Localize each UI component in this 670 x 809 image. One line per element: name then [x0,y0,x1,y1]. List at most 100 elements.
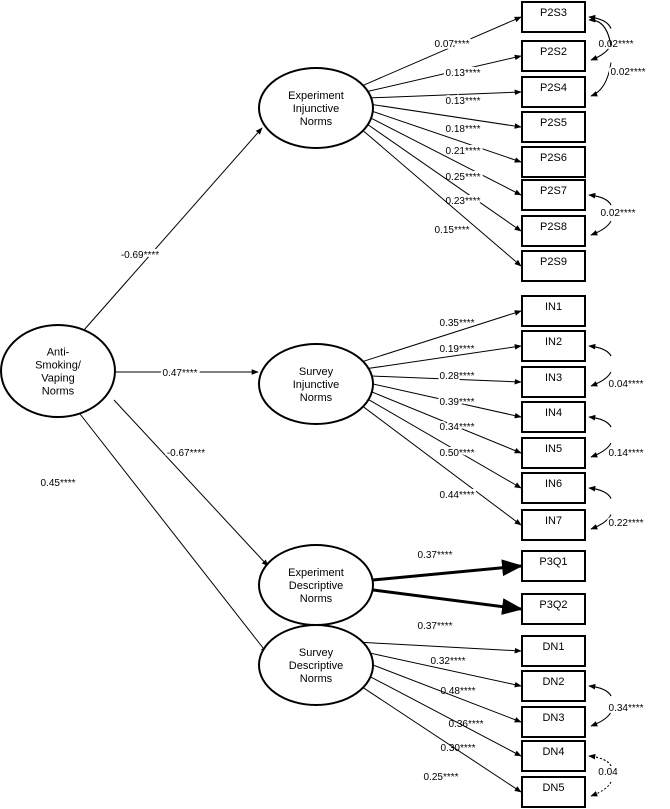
covariance-label: 0.02**** [600,208,635,219]
indicator-label: IN4 [545,407,562,419]
loading-label-DN3: 0.36**** [448,719,483,730]
indicator-label: IN2 [545,336,562,348]
loading-path-DN1 [363,641,522,654]
indicator-label: P2S4 [540,82,567,94]
indicator-label: DN4 [542,746,564,758]
structural-path-label: 0.47**** [162,368,197,379]
structural-path-label: 0.45**** [40,478,75,489]
loading-label-IN2: 0.19**** [439,344,474,355]
indicator-box-DN2 [521,670,586,702]
indicator-box-IN2 [521,330,586,362]
indicator-label: DN3 [542,712,564,724]
covariance-label: 0.04**** [608,379,643,390]
loading-path-P2S8 [367,124,522,232]
structural-path-label: -0.69**** [121,250,159,261]
covariance-arrowhead [588,753,612,767]
loading-label-P2S6: 0.21**** [445,146,480,157]
loading-label-P2S2: 0.13**** [445,68,480,79]
loading-label-IN6: 0.50**** [439,448,474,459]
factor-label-line: Injunctive [293,103,339,115]
indicator-label: P3Q1 [539,556,567,568]
indicator-label: P2S7 [540,185,567,197]
factor-ellipse-ei [258,67,374,149]
loading-path-DN3 [372,664,522,723]
structural-path-label: -0.67**** [167,448,205,459]
indicator-box-IN6 [521,472,586,504]
structural-path-sd [79,413,268,654]
covariance-label: 0.22**** [608,518,643,529]
indicator-box-IN1 [521,295,586,327]
indicator-label: P2S8 [540,221,567,233]
loading-path-P2S7 [370,117,522,196]
loading-label-IN7: 0.44**** [439,490,474,501]
loading-path-IN2 [368,344,522,369]
covariance-label: 0.34**** [608,703,643,714]
factor-label-line: Norms [300,392,333,404]
factor-label-line: Norms [300,116,333,128]
indicator-label: P2S2 [540,46,567,58]
indicator-box-P2S3 [521,1,586,33]
loading-path-P2S4 [371,89,522,99]
factor-label-line: Experiment [288,567,344,579]
loading-label-IN1: 0.35**** [439,318,474,329]
indicator-box-P2S5 [521,111,586,143]
indicator-label: DN1 [542,641,564,653]
indicator-label: IN7 [545,515,562,527]
indicator-box-P2S4 [521,76,586,108]
indicator-box-P2S9 [521,250,586,282]
indicator-box-P2S6 [521,146,586,178]
covariance-arrowhead [588,343,612,357]
loading-label-P2S7: 0.25**** [445,172,480,183]
root-factor-label-line: Vaping [41,373,74,385]
covariance-arrowhead [588,16,612,47]
loading-label-P3Q2: 0.37**** [417,621,452,632]
indicator-label: IN6 [545,478,562,490]
loading-path-P2S9 [362,130,522,267]
factor-label-line: Survey [299,647,334,659]
loading-path-IN6 [368,399,522,489]
root-factor-label-line: Smoking/ [35,360,82,372]
loading-path-DN2 [370,652,522,688]
covariance-arrow-P2S3-P2S4 [589,19,612,96]
loading-path-DN4 [370,676,522,757]
indicator-box-IN3 [521,366,586,398]
covariance-label: 0.14**** [608,448,643,459]
indicator-label: DN2 [542,676,564,688]
loading-label-P2S8: 0.23**** [445,196,480,207]
indicator-box-IN4 [521,401,586,433]
indicator-label: P2S5 [540,117,567,129]
indicator-label: P2S3 [540,7,567,19]
loading-path-IN4 [372,383,522,419]
covariance-arrowhead [588,485,612,499]
indicator-label: P2S9 [540,256,567,268]
indicator-box-IN5 [521,437,586,469]
covariance-label: 0.04 [598,767,618,778]
loading-label-DN5: 0.25**** [423,772,458,783]
factor-label-line: Injunctive [293,379,339,391]
factor-label-line: Descriptive [289,660,343,672]
factor-label-line: Norms [300,593,333,605]
factor-label-line: Survey [299,366,334,378]
loading-label-P2S9: 0.15**** [434,225,469,236]
loading-path-IN1 [362,310,522,362]
loading-path-P2S6 [372,110,522,163]
loading-path-IN3 [371,375,522,385]
indicator-box-DN4 [521,740,586,772]
indicator-label: DN5 [542,782,564,794]
loading-path-P2S3 [362,16,522,86]
indicator-box-IN7 [521,509,586,541]
loading-label-IN4: 0.39**** [439,397,474,408]
covariance-label: 0.02**** [610,67,645,78]
indicator-box-P3Q2 [521,593,586,625]
indicator-box-DN3 [521,706,586,738]
loading-path-IN5 [371,391,522,454]
loading-label-DN4: 0.30**** [440,743,475,754]
loading-path-P3Q2 [372,588,524,615]
indicator-label: IN3 [545,372,562,384]
